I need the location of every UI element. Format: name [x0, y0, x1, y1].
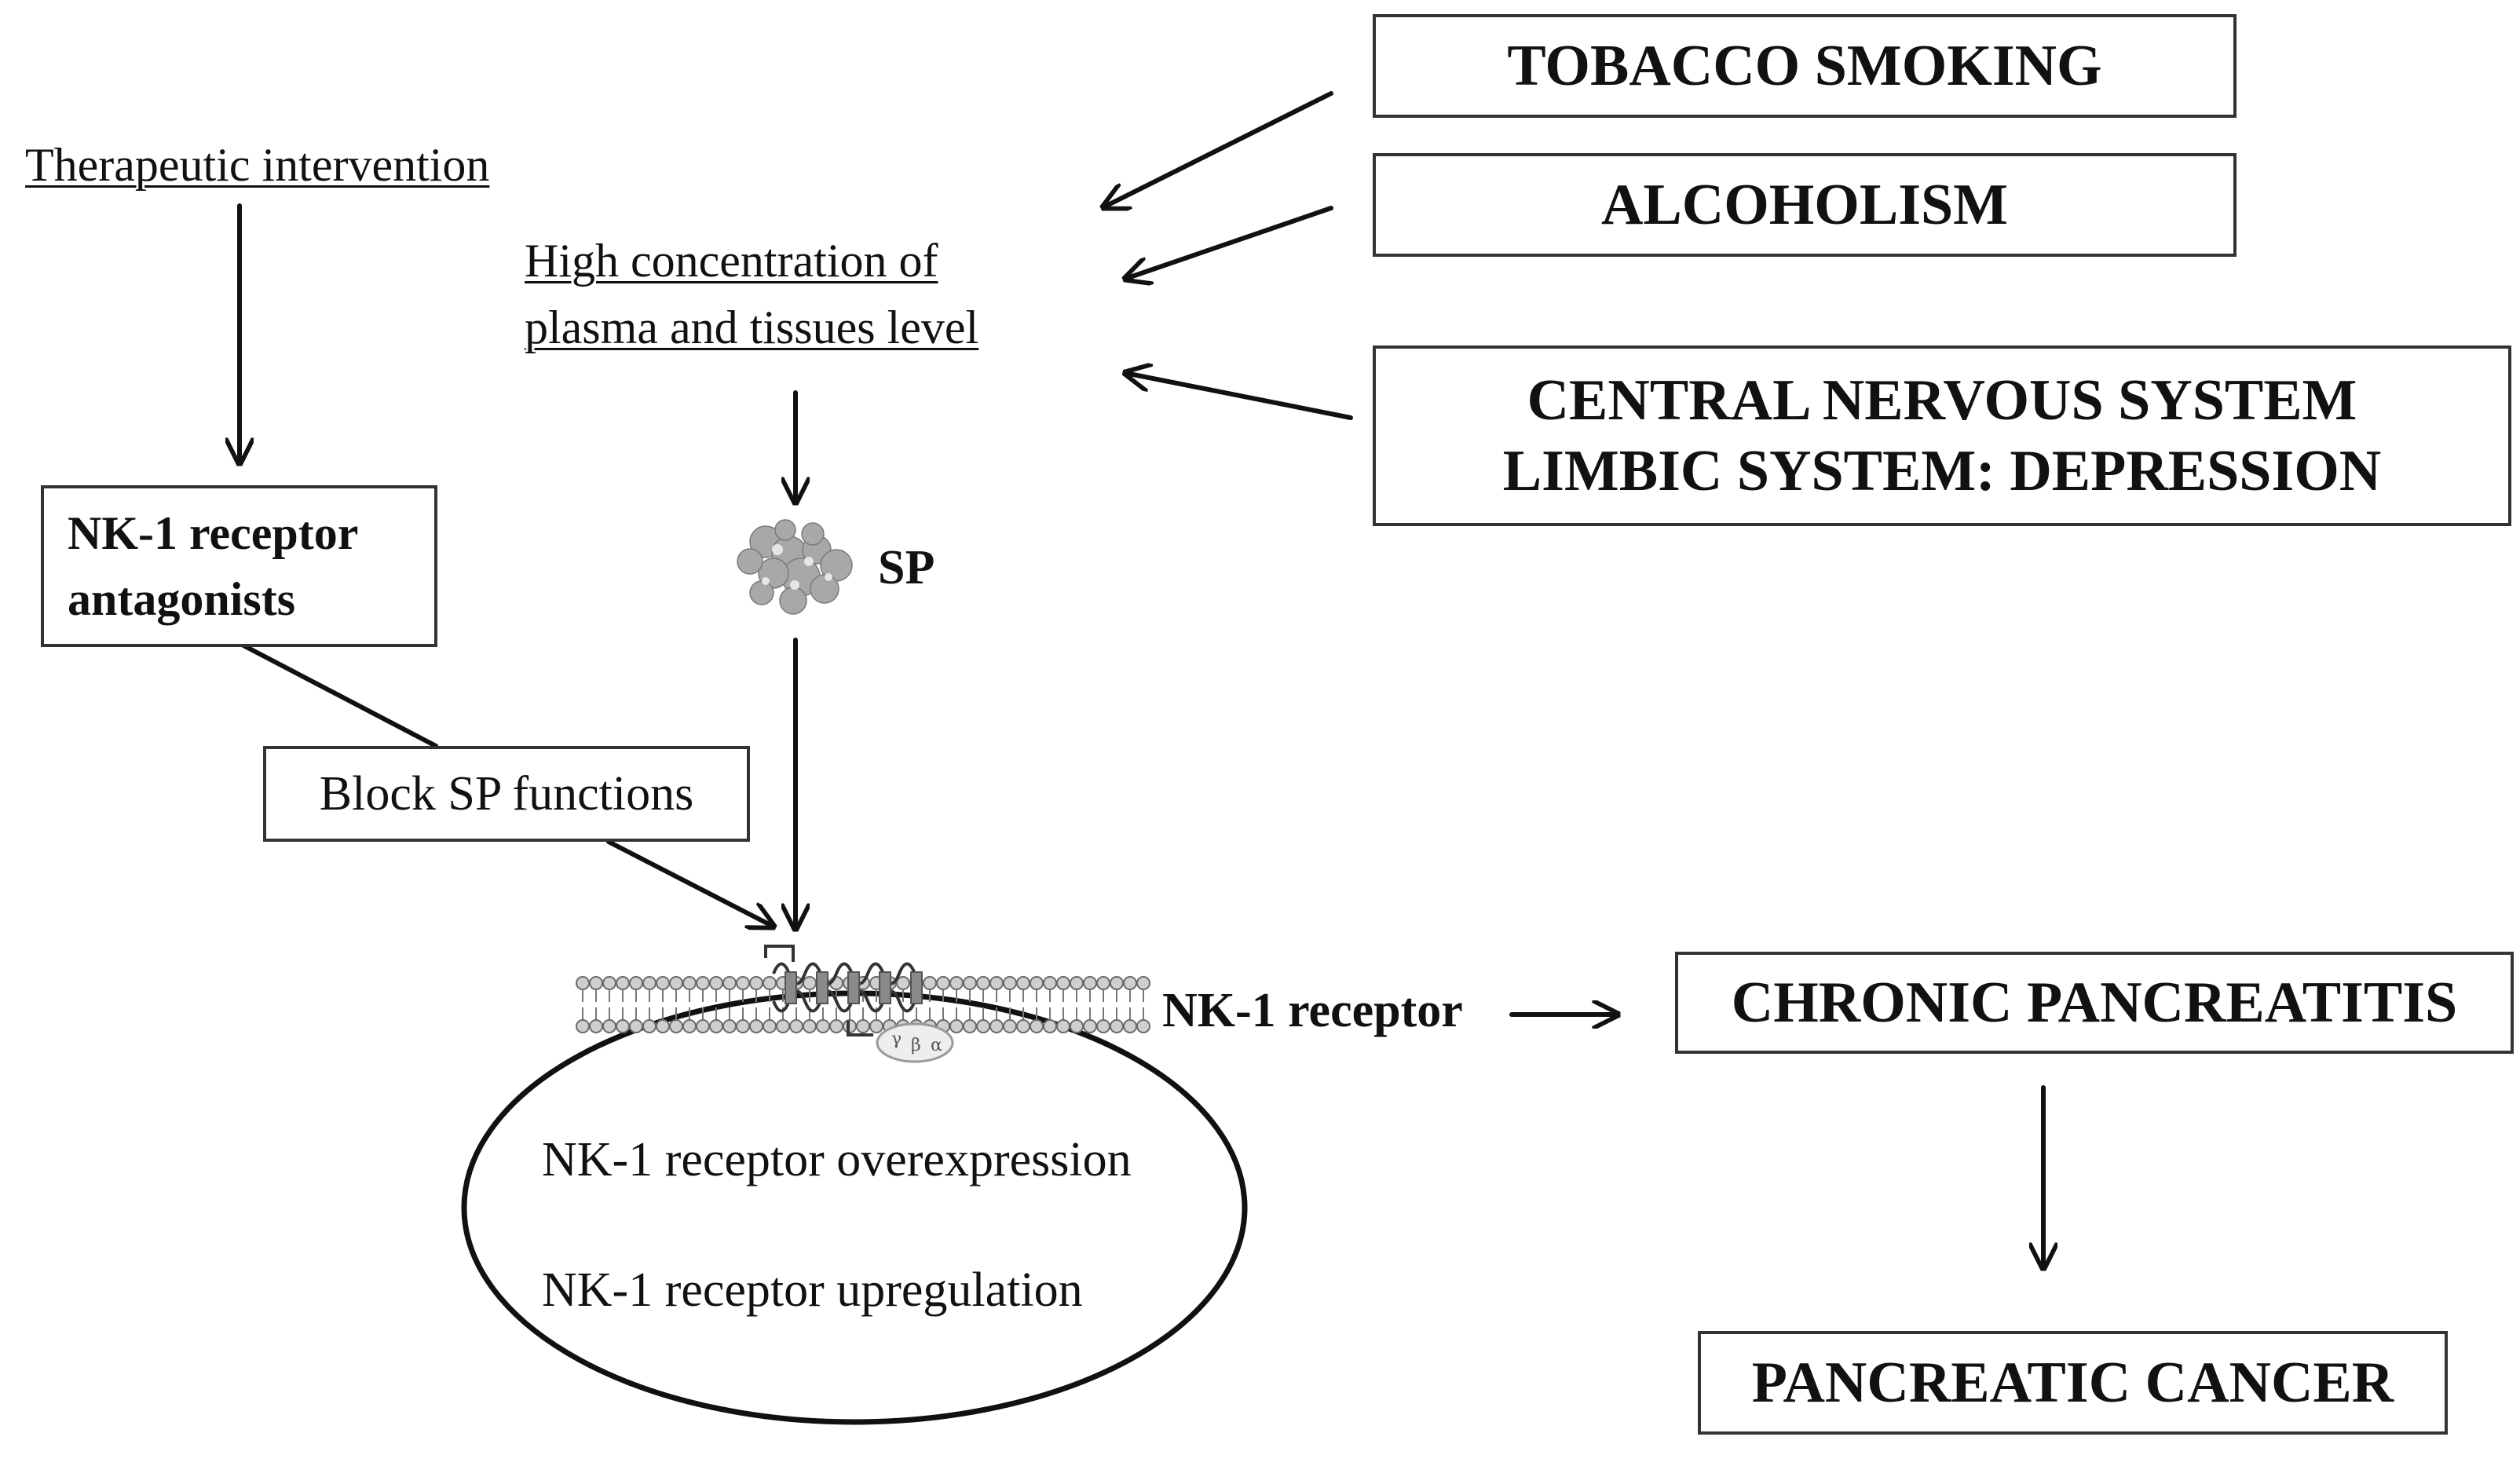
pancreatic-cancer-label: PANCREATIC CANCER	[1751, 1350, 2394, 1415]
lipid-head	[1136, 1019, 1150, 1033]
alcoholism-label: ALCOHOLISM	[1600, 172, 2009, 237]
line-antagonists-to-block	[241, 643, 438, 748]
cns-line1: CENTRAL NERVOUS SYSTEM	[1527, 367, 2357, 433]
block-sp-box: Block SP functions	[263, 746, 750, 842]
cns-box: CENTRAL NERVOUS SYSTEM LIMBIC SYSTEM: DE…	[1373, 345, 2511, 526]
subunit-beta: β	[911, 1036, 921, 1055]
subunit-gamma: γ	[891, 1029, 902, 1049]
overexpression-label: NK-1 receptor overexpression	[542, 1133, 1132, 1186]
arrow-block-to-receptor	[606, 839, 774, 927]
antagonists-line2: antagonists	[68, 573, 296, 625]
subunit-alpha: α	[931, 1036, 942, 1055]
chronic-pancreatitis-label: CHRONIC PANCREATITIS	[1731, 970, 2458, 1035]
tobacco-smoking-label: TOBACCO SMOKING	[1507, 33, 2102, 98]
cns-line2: LIMBIC SYSTEM: DEPRESSION	[1502, 439, 2382, 503]
alcoholism-box: ALCOHOLISM	[1373, 153, 2237, 257]
upregulation-label: NK-1 receptor upregulation	[542, 1263, 1083, 1317]
block-sp-label: Block SP functions	[319, 766, 694, 821]
therapeutic-intervention-label: Therapeutic intervention	[25, 139, 490, 191]
nk1-receptor-icon	[764, 945, 923, 1036]
concentration-line2: plasma and tissues level	[525, 302, 979, 353]
arrow-alcohol-to-concentration	[1125, 206, 1333, 279]
concentration-line1: High concentration of	[525, 235, 938, 287]
tobacco-smoking-box: TOBACCO SMOKING	[1373, 14, 2237, 118]
antagonists-line1: NK-1 receptor	[68, 507, 359, 559]
pancreatic-cancer-box: PANCREATIC CANCER	[1698, 1331, 2448, 1435]
arrow-cns-to-concentration	[1125, 373, 1353, 420]
chronic-pancreatitis-box: CHRONIC PANCREATITIS	[1675, 952, 2514, 1054]
sp-label: SP	[878, 541, 935, 594]
antagonists-box: NK-1 receptor antagonists	[41, 485, 437, 647]
g-protein-icon: γ β α	[876, 1022, 954, 1063]
lipid-head	[1136, 976, 1150, 990]
nk1-receptor-label: NK-1 receptor	[1162, 984, 1463, 1037]
arrow-tobacco-to-concentration	[1103, 91, 1333, 207]
